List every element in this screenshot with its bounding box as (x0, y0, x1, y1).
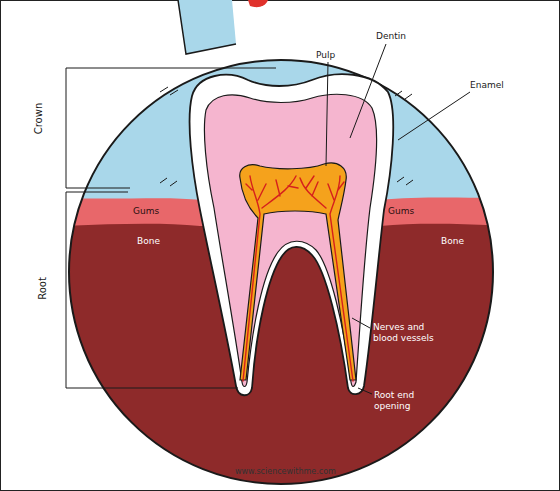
part-name: Bone (441, 236, 481, 247)
part-name: Gums (133, 206, 173, 217)
part-name: Root (37, 277, 48, 300)
watermark: www.sciencewithme.com (235, 466, 345, 477)
part-name: Nerves and blood vessels (373, 322, 445, 344)
part-name: Enamel (470, 80, 520, 91)
part-name: Gums (388, 206, 428, 217)
part-name: Pulp (316, 50, 356, 61)
part-name: Root end opening (374, 390, 430, 412)
part-name: Crown (33, 102, 44, 134)
part-name: Bone (137, 236, 177, 247)
part-name: Dentin (376, 31, 426, 42)
